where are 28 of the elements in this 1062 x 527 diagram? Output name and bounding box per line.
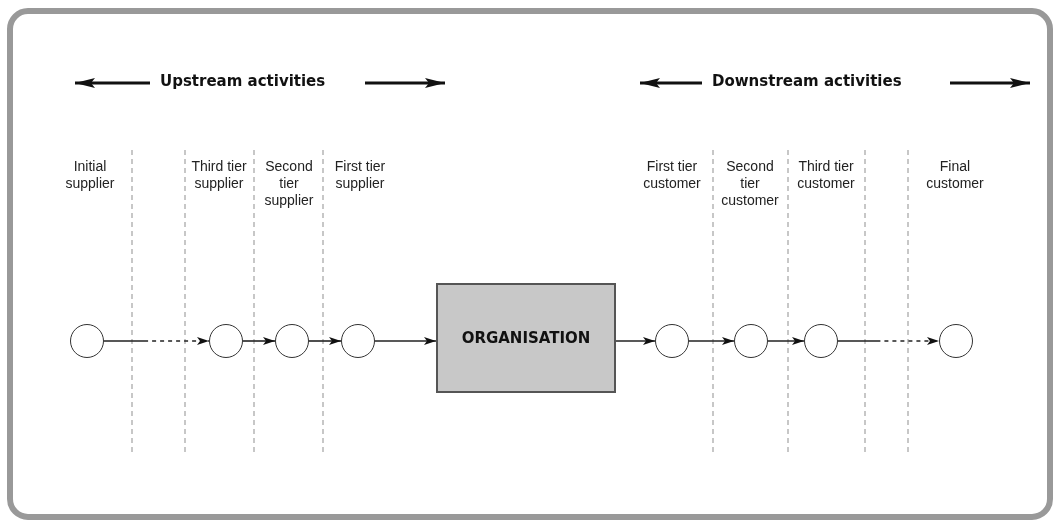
arrow [103,337,210,345]
process-box [436,283,616,393]
circle-node [734,324,768,358]
arrow [767,337,805,345]
circle-node [209,324,243,358]
arrow [308,337,342,345]
section-heading: Downstream activities [712,72,902,90]
arrow [242,337,276,345]
tier-label: First tier supplier [333,158,387,192]
node-label: ORGANISATION [461,329,591,347]
circle-node [655,324,689,358]
tier-label: Final customer [925,158,985,192]
circle-node [804,324,838,358]
circle-node [939,324,973,358]
arrow [374,337,437,345]
tier-label: Second tier customer [720,158,780,209]
section-heading: Upstream activities [160,72,326,90]
arrow [688,337,735,345]
tier-label: Second tier supplier [263,158,315,209]
circle-node [70,324,104,358]
tier-label: Initial supplier [64,158,116,192]
tier-label: Third tier customer [796,158,856,192]
circle-node [275,324,309,358]
tier-label: Third tier supplier [190,158,248,192]
tier-label: First tier customer [642,158,702,192]
circle-node [341,324,375,358]
arrow [615,337,656,345]
arrow [837,337,940,345]
